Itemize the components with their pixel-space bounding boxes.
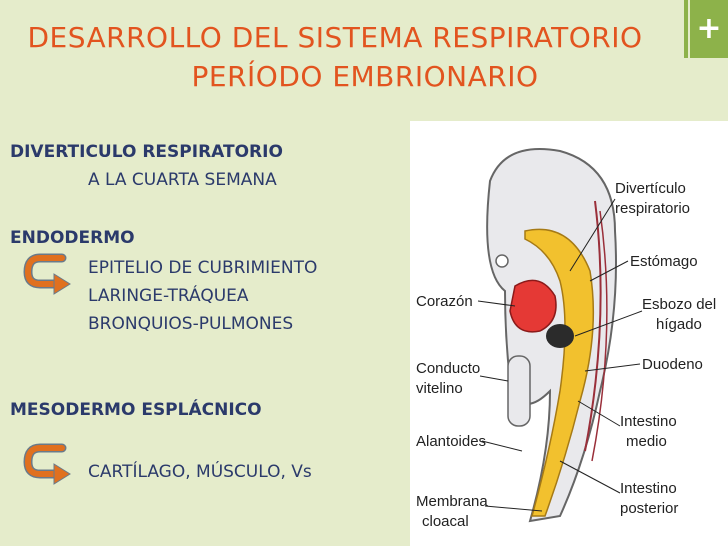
label-conducto-1: Conducto	[416, 360, 480, 377]
label-diverticulo-2: respiratorio	[615, 200, 690, 217]
curved-arrow-icon	[23, 253, 71, 295]
plus-icon: +	[696, 11, 722, 46]
endo-item-1: EPITELIO DE CUBRIMIENTO	[88, 258, 318, 278]
label-intestino-posterior-2: posterior	[620, 500, 678, 517]
label-duodeno: Duodeno	[642, 356, 703, 373]
label-diverticulo-1: Divertículo	[615, 180, 686, 197]
title-line-2: PERÍODO EMBRIONARIO	[191, 60, 539, 93]
label-intestino-posterior-1: Intestino	[620, 480, 677, 497]
label-alantoides: Alantoides	[416, 433, 486, 450]
heading-endodermo: ENDODERMO	[10, 228, 135, 248]
endo-item-3: BRONQUIOS-PULMONES	[88, 314, 294, 334]
heading-mesodermo: MESODERMO ESPLÁCNICO	[10, 400, 262, 420]
label-intestino-medio-2: medio	[626, 433, 667, 450]
slide-title: DESARROLLO DEL SISTEMA RESPIRATORIO PERÍ…	[0, 18, 690, 96]
label-esbozo-2: hígado	[656, 316, 702, 333]
curved-arrow-icon	[23, 443, 71, 485]
label-intestino-medio-1: Intestino	[620, 413, 677, 430]
sub-cuarta-semana: A LA CUARTA SEMANA	[88, 170, 277, 190]
label-esbozo-1: Esbozo del	[642, 296, 716, 313]
title-line-1: DESARROLLO DEL SISTEMA RESPIRATORIO	[27, 21, 643, 54]
label-membrana-1: Membrana	[416, 493, 488, 510]
label-membrana-2: cloacal	[422, 513, 469, 530]
embryo-figure: Divertículo respiratorio Estómago Corazó…	[410, 121, 728, 546]
label-estomago: Estómago	[630, 253, 698, 270]
meso-item: CARTÍLAGO, MÚSCULO, Vs	[88, 462, 312, 482]
embryo-illustration: Divertículo respiratorio Estómago Corazó…	[416, 148, 716, 530]
accent-bar: +	[684, 0, 728, 58]
label-corazon: Corazón	[416, 293, 473, 310]
endo-item-2: LARINGE-TRÁQUEA	[88, 286, 249, 306]
heading-diverticulo: DIVERTICULO RESPIRATORIO	[10, 142, 283, 162]
label-conducto-2: vitelino	[416, 380, 463, 397]
